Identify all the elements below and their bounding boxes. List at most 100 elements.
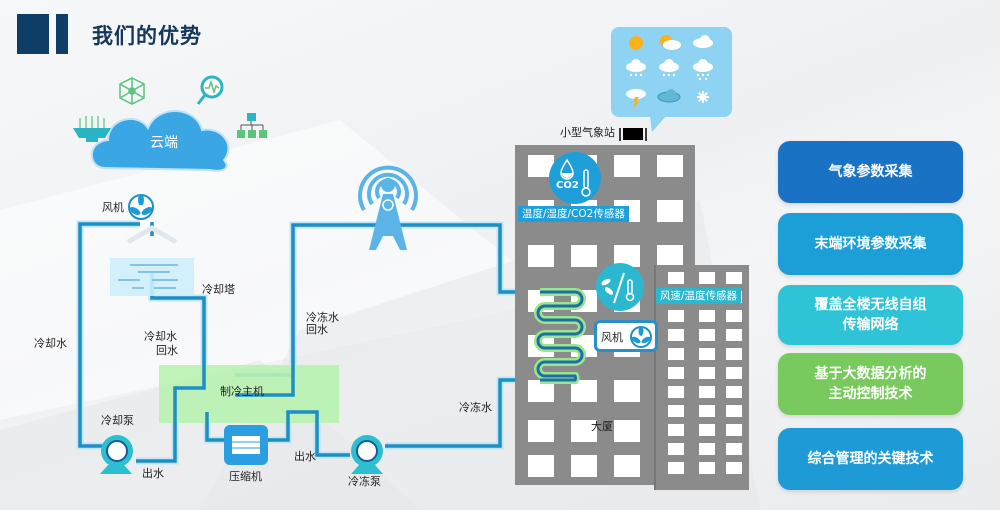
feature-card-wireless-network[interactable]: 覆盖全楼无线自组 传输网络 (778, 285, 963, 345)
building-window (614, 420, 640, 442)
building-window (668, 367, 684, 379)
building-window (699, 310, 715, 322)
compressor-icon (224, 425, 268, 465)
building-window (699, 424, 715, 436)
page-title: 我们的优势 (92, 24, 202, 48)
building-window (668, 272, 684, 284)
chilled-return-label-1: 冷冻水 (306, 311, 339, 324)
building-fan-box: 风机 (594, 320, 658, 352)
building-window (726, 272, 742, 284)
building-window (657, 245, 683, 267)
building-window (699, 405, 715, 417)
building-window (614, 245, 640, 267)
thunder-cloud-icon (626, 89, 646, 108)
weather-station-device (623, 128, 643, 140)
wind-temp-sensor-label: 风速/温度传感器 (656, 288, 742, 304)
chilled-return-pipe (235, 223, 540, 377)
building-window (668, 348, 684, 360)
building-window (668, 310, 684, 322)
building-window (699, 329, 715, 341)
title-accent-bar (56, 14, 68, 54)
sensor-dish-icon (73, 116, 111, 142)
compressor-inlet-pipe (205, 420, 226, 442)
building-window (571, 380, 597, 402)
wireless-tower-icon (358, 165, 418, 250)
building-window (726, 348, 742, 360)
building-window (699, 462, 715, 474)
feature-card-management-tech[interactable]: 综合管理的关键技术 (778, 428, 963, 490)
org-chart-icon (237, 113, 267, 138)
building-fan-label: 风机 (601, 331, 623, 344)
building-window (726, 462, 742, 474)
building-fan-icon (630, 326, 652, 348)
chiller-label: 制冷主机 (220, 385, 264, 398)
feature-label: 综合管理的关键技术 (807, 451, 934, 467)
feature-card-big-data-control[interactable]: 基于大数据分析的 主动控制技术 (778, 353, 963, 415)
fan-coil-pipe (534, 288, 586, 384)
monitor-magnifier-icon (196, 75, 224, 105)
building-window (726, 329, 742, 341)
building-window (668, 386, 684, 398)
building-window (726, 367, 742, 379)
sun-cloud-icon (660, 35, 681, 50)
building-window (668, 405, 684, 417)
building-window (571, 455, 597, 477)
building-window (699, 272, 715, 284)
tower-fan-icon (128, 194, 154, 220)
cooling-return-label-1: 冷却水 (144, 330, 177, 343)
co2-text: CO2 (556, 180, 579, 191)
cooling-pump-label: 冷却泵 (101, 414, 134, 427)
building-window (699, 443, 715, 455)
building-window (726, 310, 742, 322)
cooling-tower-body (110, 258, 194, 296)
feature-label-line2: 主动控制技术 (828, 386, 913, 402)
building-window (571, 245, 597, 267)
building-window (699, 386, 715, 398)
cooling-water-label: 冷却水 (34, 337, 67, 350)
building-window (614, 155, 640, 177)
cooling-return-label-2: 回水 (156, 344, 178, 357)
cloud-rain-icon (659, 59, 679, 77)
feature-label-line1: 覆盖全楼无线自组 (814, 297, 927, 313)
compressor-label: 压缩机 (229, 470, 262, 483)
temp-humidity-co2-sensor-label: 温度/湿度/CO2传感器 (518, 206, 629, 222)
snowflake-icon (697, 91, 709, 103)
building-window (528, 420, 554, 442)
chilled-pump-label: 冷冻泵 (348, 475, 381, 488)
building-window (571, 420, 597, 442)
feature-card-terminal-env-collection[interactable]: 末端环境参数采集 (778, 213, 963, 275)
chilled-water-label: 冷冻水 (459, 401, 492, 414)
building-window (668, 329, 684, 341)
feature-label: 气象参数采集 (828, 164, 913, 180)
building-window (614, 380, 640, 402)
feature-label: 末端环境参数采集 (814, 236, 927, 252)
building-window (699, 367, 715, 379)
cloud-icon (693, 35, 713, 48)
cooling-tower-label: 冷却塔 (202, 283, 235, 296)
building-window (614, 455, 640, 477)
weather-station-label: 小型气象站 (560, 126, 615, 139)
building-window (528, 380, 554, 402)
cloud-group (73, 75, 267, 172)
chilled-outlet-label: 出水 (294, 450, 316, 463)
building-window (657, 155, 683, 177)
feature-card-weather-collection[interactable]: 气象参数采集 (778, 141, 963, 203)
building-window (726, 443, 742, 455)
dark-cloud-icon (657, 89, 681, 103)
cloud-rain-icon (626, 59, 646, 77)
cooling-pump-icon (100, 435, 133, 474)
cooling-outlet-label: 出水 (142, 467, 164, 480)
building-window (726, 386, 742, 398)
cooling-water-pipe (78, 222, 140, 448)
feature-label-line2: 传输网络 (842, 317, 899, 333)
cloud-label: 云端 (150, 135, 178, 151)
building-label: 大厦 (591, 420, 613, 433)
chilled-pump-icon (351, 435, 383, 474)
wind-temp-sensor-icon (596, 263, 644, 311)
cloud-shape (91, 110, 230, 172)
building-window (528, 155, 554, 177)
building-window (668, 462, 684, 474)
feature-label-line1: 基于大数据分析的 (814, 366, 927, 382)
weather-icon-grid (626, 35, 713, 108)
